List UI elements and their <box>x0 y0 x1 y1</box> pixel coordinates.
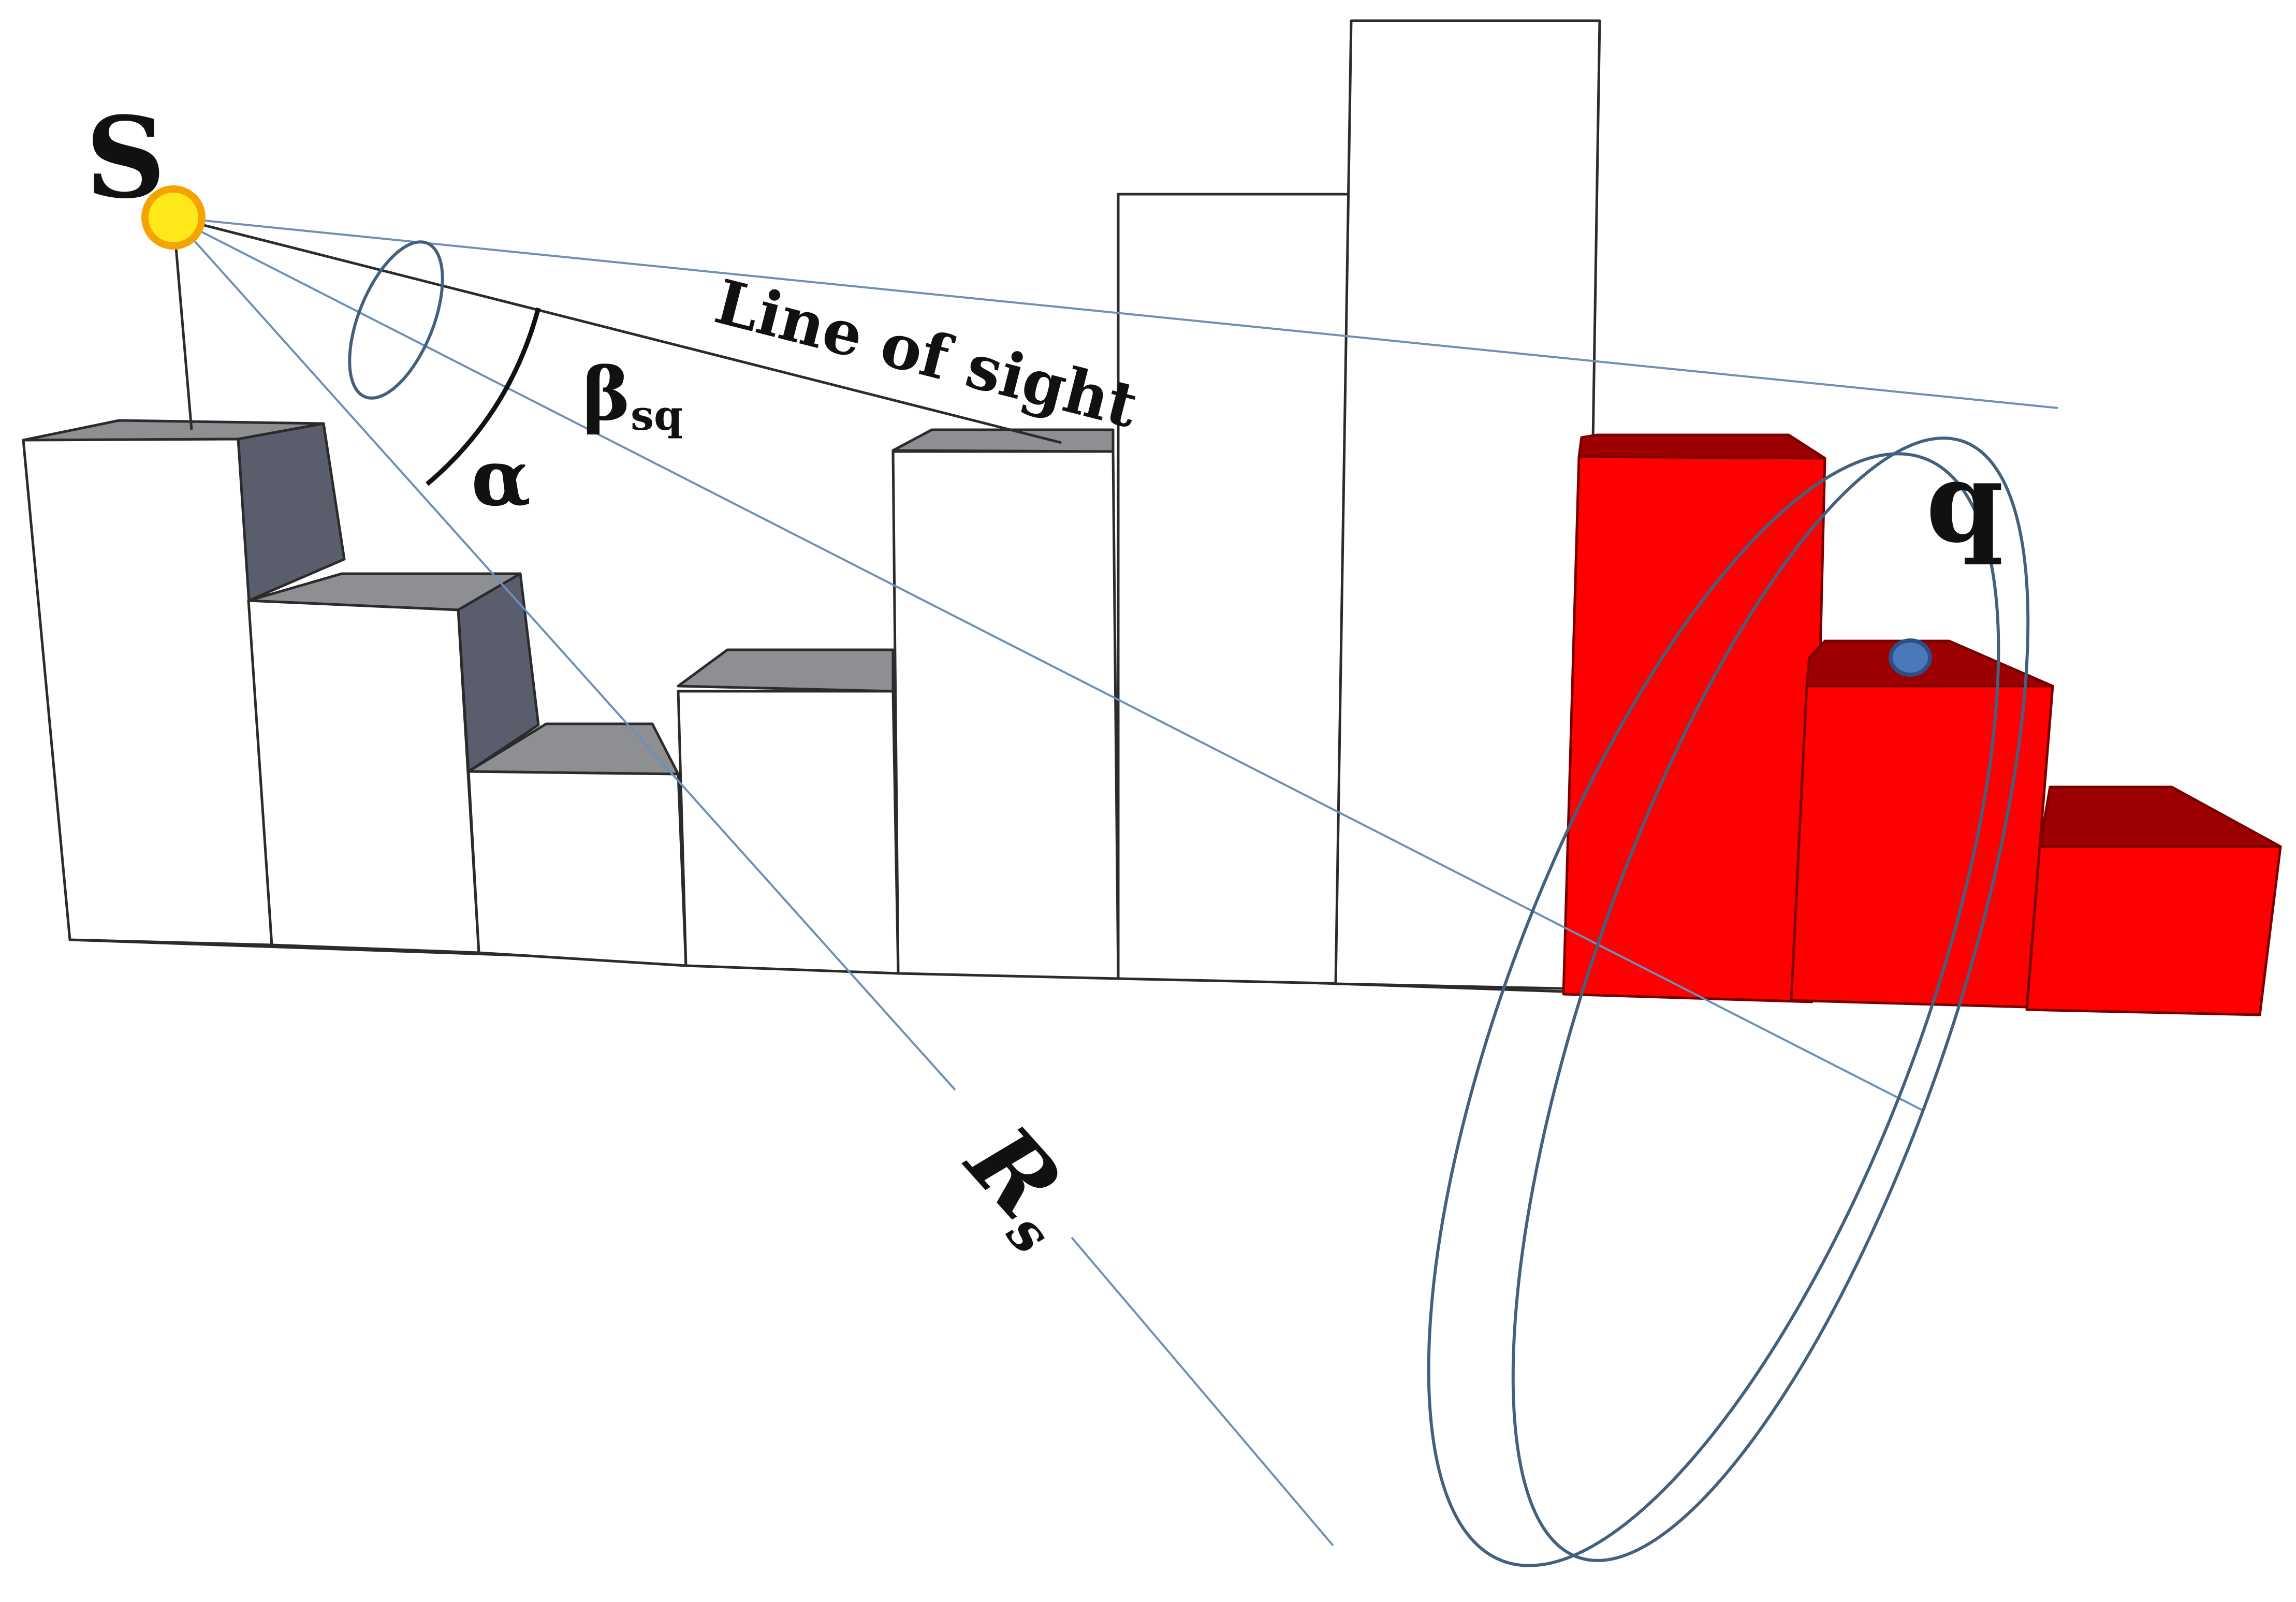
far-cone-ellipse <box>1427 452 2000 1567</box>
ray-to-ground <box>173 216 1924 1112</box>
building-6 <box>1117 193 1353 985</box>
building-1 <box>22 419 346 946</box>
target-label: q <box>1926 436 2003 567</box>
target-point <box>1889 638 1932 677</box>
target-building-3 <box>2025 785 2282 1016</box>
ray-to-ellipse-base <box>1071 1236 1334 1547</box>
target-building-2 <box>1790 639 2054 1009</box>
beta-symbol: β <box>582 352 631 437</box>
alpha-arc <box>426 307 541 486</box>
alpha-label: α <box>471 432 531 523</box>
building-3 <box>467 722 688 967</box>
beta-label: βsq <box>582 352 683 440</box>
line-of-sight-ray <box>173 216 1062 444</box>
target-building-1 <box>1562 433 1826 1003</box>
source-mast <box>172 217 193 430</box>
radius-symbol: R <box>944 1103 1083 1240</box>
building-4 <box>677 648 900 975</box>
beta-subscript: sq <box>631 391 683 440</box>
ray-to-ellipse-bottom <box>172 216 956 1091</box>
far-cone-ellipse-inner <box>1511 436 2030 1562</box>
building-5 <box>891 428 1120 980</box>
source-label: S <box>85 92 166 223</box>
ray-to-far-ellipse <box>173 216 2058 409</box>
near-cone-ellipse <box>348 240 444 400</box>
radius-label: Rs <box>940 1103 1104 1266</box>
line-of-sight-label: Line of sight <box>708 265 1145 442</box>
building-2 <box>247 572 540 954</box>
sight-rays <box>172 216 2058 1547</box>
source-point <box>141 185 206 250</box>
